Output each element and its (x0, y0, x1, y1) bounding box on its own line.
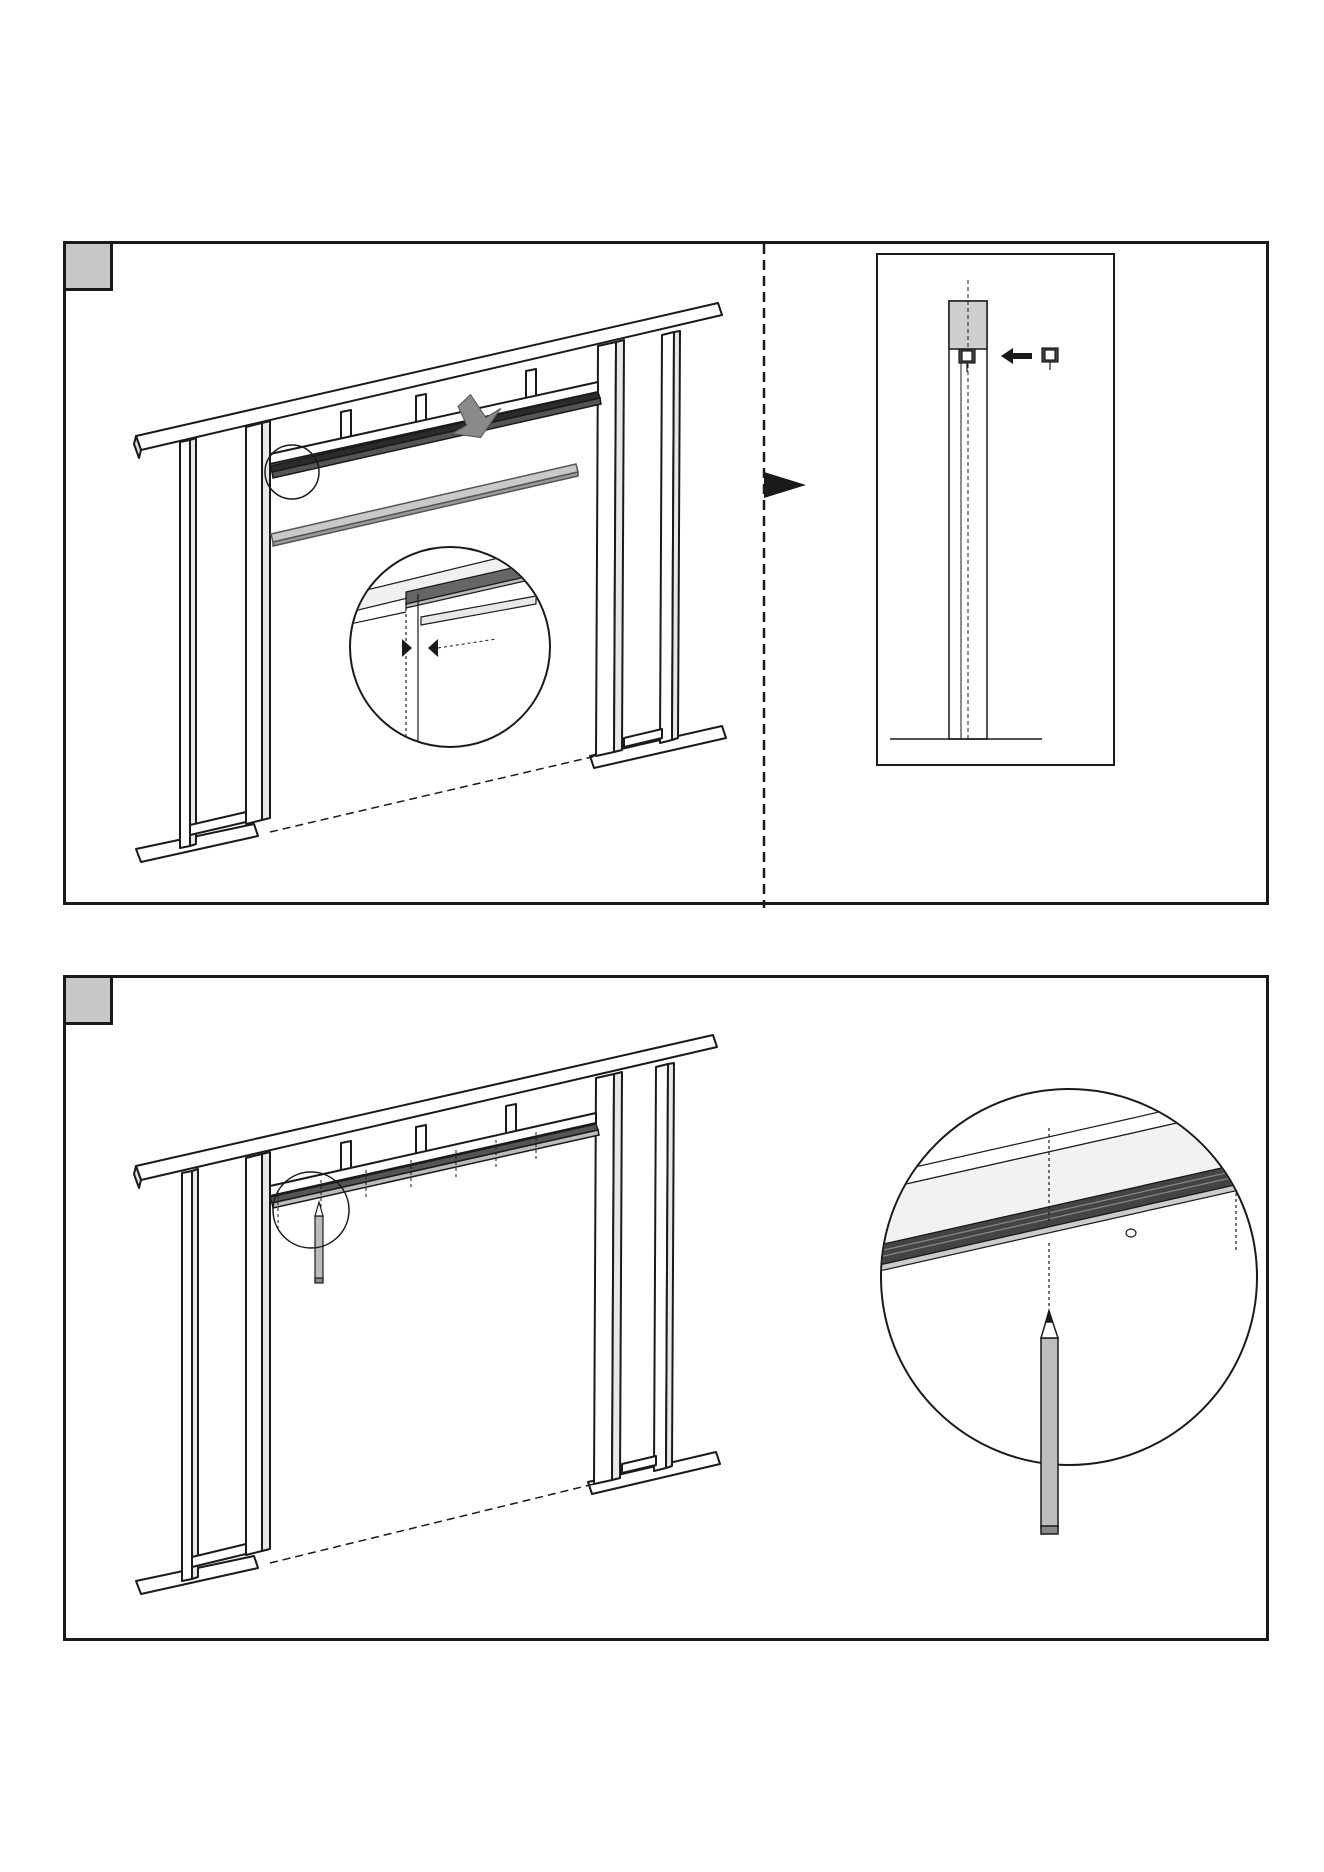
pencil-icon-large (1041, 1311, 1058, 1534)
step-2-wall-frame-illustration (66, 978, 1272, 1644)
step-2-detail-magnifier (866, 1088, 1266, 1534)
step-2-panel (63, 975, 1269, 1641)
step-1-panel (63, 241, 1269, 905)
pencil-icon-small (315, 1202, 323, 1283)
step-1-side-view-inset (66, 244, 1272, 908)
